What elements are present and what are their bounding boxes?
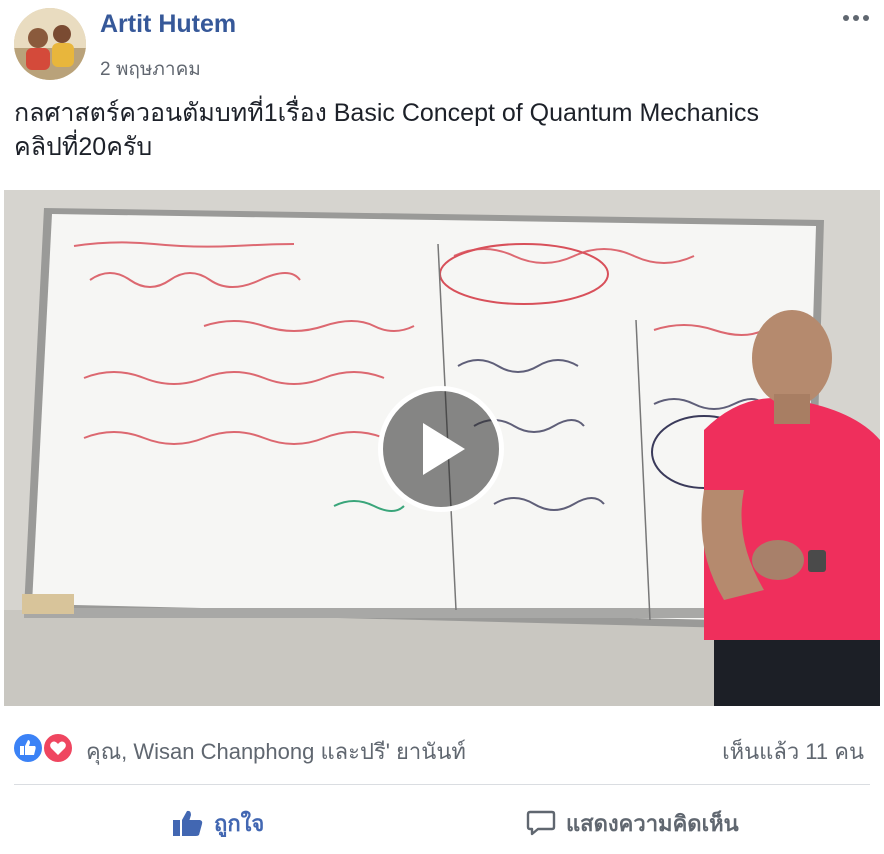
view-count[interactable]: เห็นแล้ว 11 คน bbox=[722, 739, 864, 764]
caption-line-2: คลิปที่20ครับ bbox=[14, 133, 153, 161]
thumbs-up-icon bbox=[173, 810, 203, 836]
actions-divider bbox=[14, 784, 870, 785]
post-date[interactable]: 2 พฤษภาคม bbox=[100, 59, 201, 80]
post-caption: กลศาสตร์ควอนตัมบทที่1เรื่อง Basic Concep… bbox=[14, 96, 874, 164]
like-icon bbox=[12, 732, 44, 764]
author-name[interactable]: Artit Hutem bbox=[100, 10, 237, 38]
reaction-icons[interactable] bbox=[12, 732, 82, 764]
play-button[interactable] bbox=[378, 386, 504, 512]
reaction-names[interactable]: คุณ, Wisan Chanphong และปรี' ยานันท์ bbox=[86, 739, 466, 764]
like-button[interactable]: ถูกใจ bbox=[172, 806, 264, 840]
love-icon bbox=[42, 732, 74, 764]
like-label: ถูกใจ bbox=[214, 810, 265, 836]
comment-icon bbox=[526, 810, 556, 836]
more-options-icon[interactable] bbox=[836, 4, 876, 32]
comment-label: แสดงความคิดเห็น bbox=[566, 810, 739, 836]
author-avatar[interactable] bbox=[14, 8, 86, 80]
video-player[interactable] bbox=[4, 190, 880, 706]
play-icon bbox=[423, 423, 465, 475]
comment-button[interactable]: แสดงความคิดเห็น bbox=[526, 806, 739, 840]
caption-line-1: กลศาสตร์ควอนตัมบทที่1เรื่อง Basic Concep… bbox=[14, 99, 759, 127]
